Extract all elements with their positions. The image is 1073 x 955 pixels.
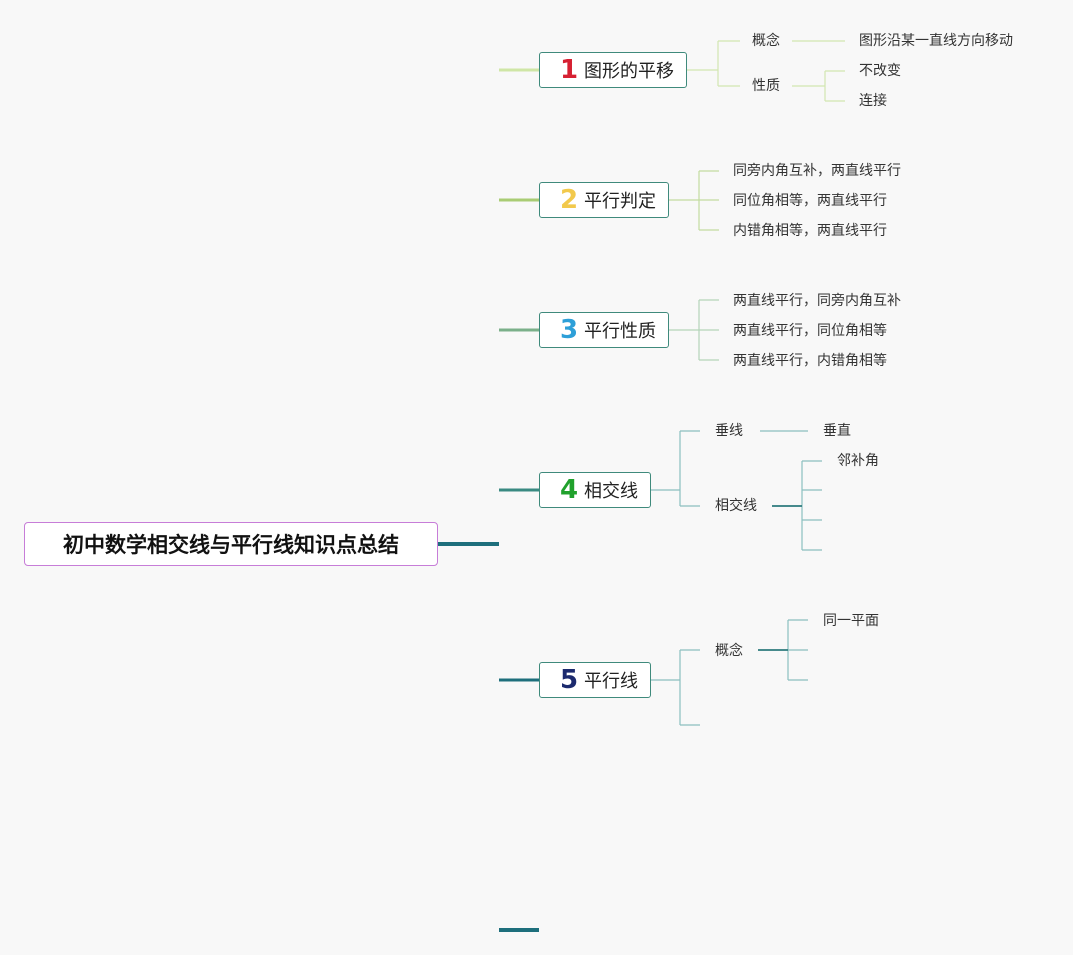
subtopic-5-concept[interactable]: 概念 xyxy=(715,643,743,659)
leaf-2-b[interactable]: 同位角相等，两直线平行 xyxy=(733,193,887,209)
subtopic-1-property[interactable]: 性质 xyxy=(752,78,780,94)
topic-number-1: 1 xyxy=(559,55,579,85)
topic-node-2[interactable]: 2 平行判定 xyxy=(539,182,669,218)
topic-label-2: 平行判定 xyxy=(584,191,656,212)
topic-4-subtree-lines xyxy=(650,430,822,551)
leaf-1-property-unchanged[interactable]: 不改变 xyxy=(859,63,901,79)
topic-3-subtree-lines xyxy=(668,299,719,361)
leaf-2-a[interactable]: 同旁内角互补，两直线平行 xyxy=(733,163,901,179)
topic-label-3: 平行性质 xyxy=(584,321,656,342)
leaf-3-c[interactable]: 两直线平行，内错角相等 xyxy=(733,353,887,369)
topic-number-3: 3 xyxy=(559,315,579,345)
leaf-3-a[interactable]: 两直线平行，同旁内角互补 xyxy=(733,293,901,309)
topic-node-4[interactable]: 4 相交线 xyxy=(539,472,651,508)
topic-node-1[interactable]: 1 图形的平移 xyxy=(539,52,687,88)
root-node[interactable]: 初中数学相交线与平行线知识点总结 xyxy=(24,522,438,566)
topic-5-subtree-lines xyxy=(650,619,808,726)
subtopic-1-concept[interactable]: 概念 xyxy=(752,33,780,49)
topic-number-2: 2 xyxy=(559,185,579,215)
leaf-4-perpendicular[interactable]: 垂直 xyxy=(823,423,851,439)
topic-node-3[interactable]: 3 平行性质 xyxy=(539,312,669,348)
leaf-5-same-plane[interactable]: 同一平面 xyxy=(823,613,879,629)
topic-number-5: 5 xyxy=(559,665,579,695)
topic-1-subtree-lines xyxy=(686,40,845,102)
subtopic-4-perpendicular[interactable]: 垂线 xyxy=(715,423,743,439)
leaf-4-adjacent-angle[interactable]: 邻补角 xyxy=(837,453,879,469)
leaf-1-property-connect[interactable]: 连接 xyxy=(859,93,887,109)
topic-label-4: 相交线 xyxy=(584,481,638,502)
topic-node-5[interactable]: 5 平行线 xyxy=(539,662,651,698)
leaf-2-c[interactable]: 内错角相等，两直线平行 xyxy=(733,223,887,239)
subtopic-4-intersecting[interactable]: 相交线 xyxy=(715,498,757,514)
topic-label-1: 图形的平移 xyxy=(584,61,674,82)
leaf-1-concept-detail[interactable]: 图形沿某一直线方向移动 xyxy=(859,33,1013,49)
leaf-3-b[interactable]: 两直线平行，同位角相等 xyxy=(733,323,887,339)
topic-2-subtree-lines xyxy=(668,170,719,231)
topic-number-4: 4 xyxy=(559,475,579,505)
topic-label-5: 平行线 xyxy=(584,671,638,692)
